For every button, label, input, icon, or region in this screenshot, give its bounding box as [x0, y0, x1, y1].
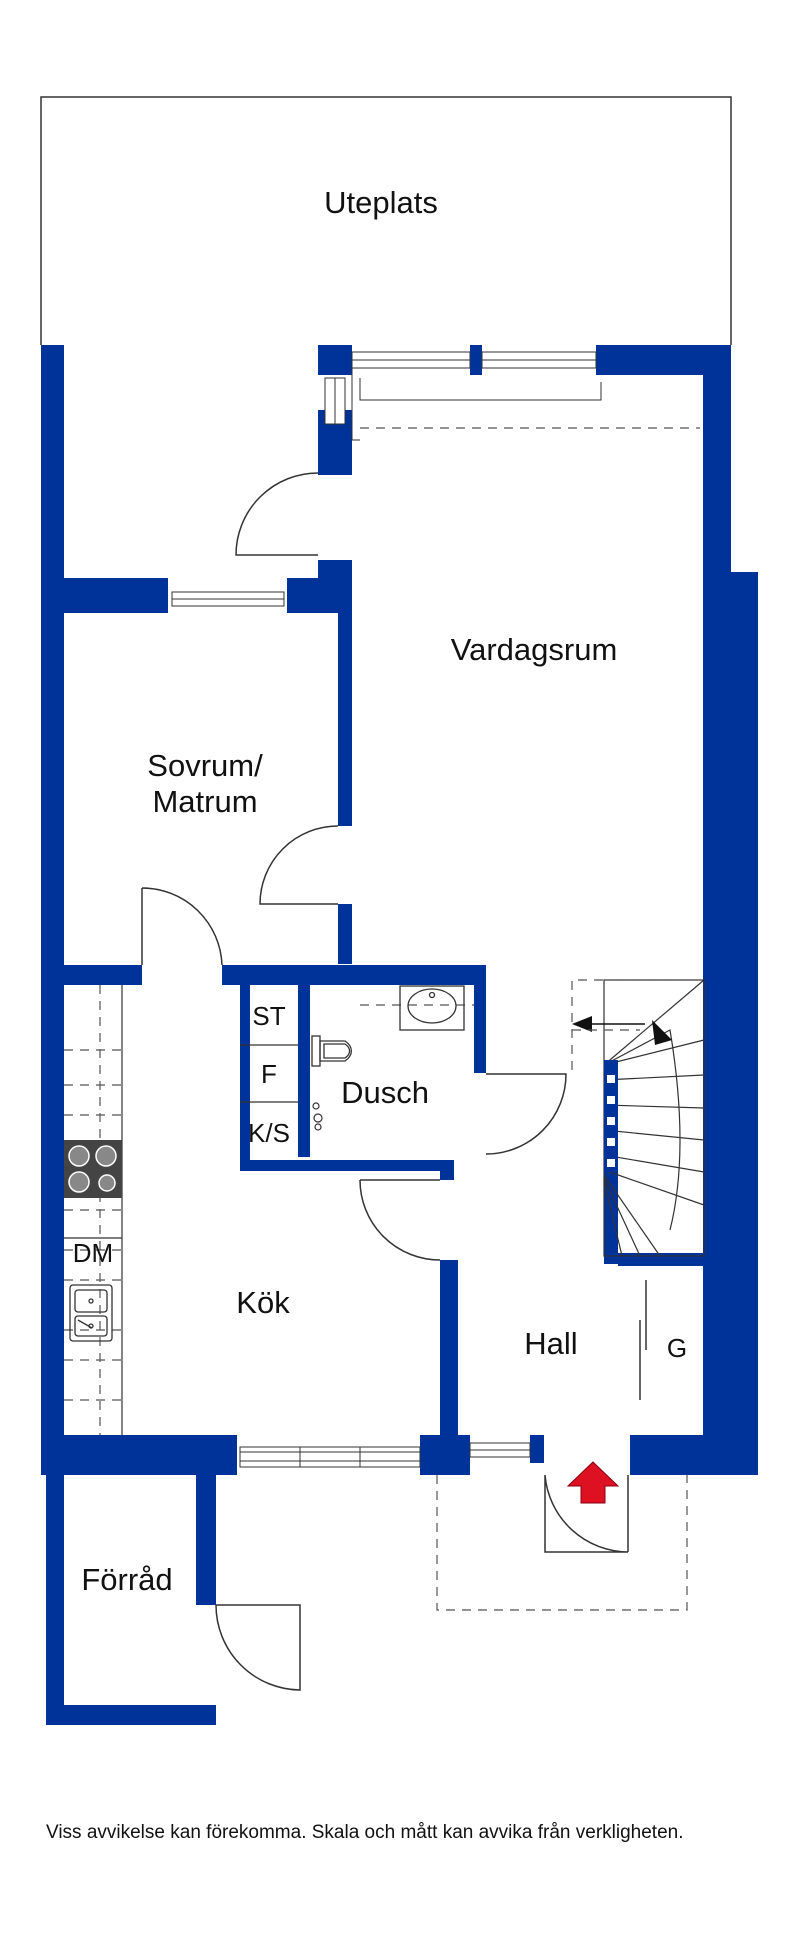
stair-arrows: [572, 1016, 672, 1045]
sink-icon: [69, 1284, 113, 1342]
fixture-label-st: ST: [252, 1001, 285, 1031]
walls: [41, 345, 758, 1725]
patio-outline: [40, 96, 732, 345]
dashed-lines: [64, 427, 700, 1611]
washbasin-icon: [399, 985, 465, 1031]
fixture-label-ks: K/S: [248, 1118, 290, 1148]
room-label-uteplats: Uteplats: [324, 185, 438, 220]
entrance-arrow-icon: [566, 1461, 620, 1504]
room-label-kok: Kök: [236, 1285, 290, 1320]
toilet-icon: [311, 1035, 352, 1067]
doors: [141, 472, 647, 1691]
fixture-label-g: G: [667, 1333, 687, 1363]
room-label-dusch: Dusch: [341, 1075, 429, 1110]
fixture-label-f: F: [261, 1059, 277, 1089]
room-label-hall: Hall: [524, 1326, 577, 1361]
stair-handrail: [604, 1060, 618, 1172]
room-label-matrum: Matrum: [152, 784, 257, 819]
room-label-sovrum: Sovrum/: [147, 748, 263, 783]
window-details: [172, 359, 602, 1467]
room-label-vardagsrum: Vardagsrum: [451, 632, 618, 667]
room-label-forrad: Förråd: [81, 1562, 172, 1597]
utility-cabinets: [240, 1044, 298, 1103]
shower-icon: [312, 1102, 323, 1131]
fixture-label-dm: DM: [73, 1238, 113, 1268]
staircase: [603, 979, 705, 1257]
stove-icon: [64, 1140, 122, 1198]
disclaimer-text: Viss avvikelse kan förekomma. Skala och …: [46, 1822, 684, 1843]
